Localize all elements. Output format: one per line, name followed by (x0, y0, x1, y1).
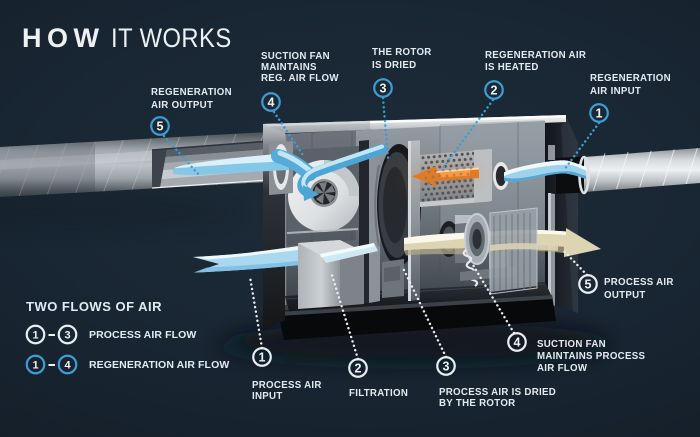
svg-text:5: 5 (585, 278, 592, 292)
svg-text:4: 4 (64, 360, 71, 372)
svg-text:2: 2 (355, 362, 362, 376)
svg-text:1: 1 (596, 107, 603, 121)
svg-text:1: 1 (259, 351, 266, 365)
svg-text:3: 3 (380, 82, 387, 96)
svg-text:4: 4 (268, 96, 275, 110)
svg-text:3: 3 (443, 360, 450, 374)
svg-text:1: 1 (32, 330, 38, 342)
svg-text:5: 5 (157, 120, 164, 134)
svg-text:4: 4 (514, 336, 521, 350)
svg-text:3: 3 (64, 330, 70, 342)
svg-text:2: 2 (491, 84, 498, 98)
svg-text:1: 1 (32, 360, 38, 372)
